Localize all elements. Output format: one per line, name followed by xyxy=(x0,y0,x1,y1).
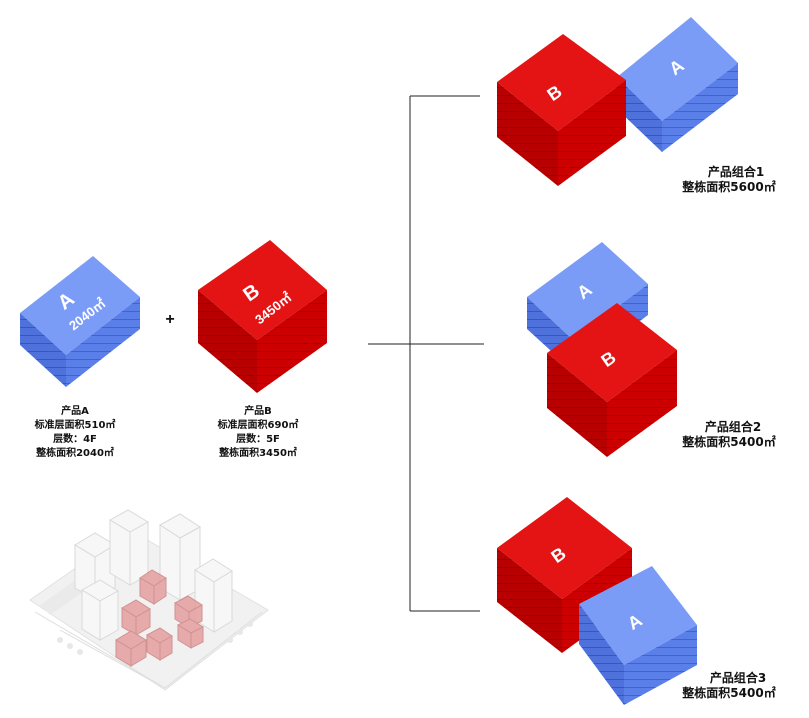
product-b-total-area: 整栋面积3450㎡ xyxy=(218,446,297,459)
product-a-caption: 产品A 标准层面积510㎡ 层数：4F 整栋面积2040㎡ xyxy=(34,404,116,459)
combo-3-blocks: B A xyxy=(497,497,697,705)
combo-1-area: 整栋面积5600㎡ xyxy=(681,179,775,194)
site-aerial-illustration xyxy=(29,509,269,691)
plus-sign: + xyxy=(165,311,174,328)
combo-1-title: 产品组合1 xyxy=(708,164,764,179)
product-a-block: A 2040㎡ xyxy=(20,256,140,387)
combo-2-blocks: A B xyxy=(527,242,677,457)
combo-3-title: 产品组合3 xyxy=(710,670,766,685)
product-a-name: 产品A xyxy=(61,404,89,417)
product-b-name: 产品B xyxy=(244,404,272,417)
combo-3-area: 整栋面积5400㎡ xyxy=(681,685,775,700)
product-a-floor-area: 标准层面积510㎡ xyxy=(34,418,116,431)
combo-1-blocks: A B xyxy=(497,17,738,186)
product-b-block: B 3450㎡ xyxy=(198,240,327,393)
combo-2-area: 整栋面积5400㎡ xyxy=(681,434,775,449)
product-b-floors: 层数：5F xyxy=(236,432,280,445)
combo-2-title: 产品组合2 xyxy=(705,419,761,434)
bracket-connector xyxy=(368,95,484,612)
product-a-total-area: 整栋面积2040㎡ xyxy=(35,446,114,459)
product-a-floors: 层数：4F xyxy=(53,432,97,445)
product-b-floor-area: 标准层面积690㎡ xyxy=(217,418,299,431)
product-b-caption: 产品B 标准层面积690㎡ 层数：5F 整栋面积3450㎡ xyxy=(217,404,299,459)
